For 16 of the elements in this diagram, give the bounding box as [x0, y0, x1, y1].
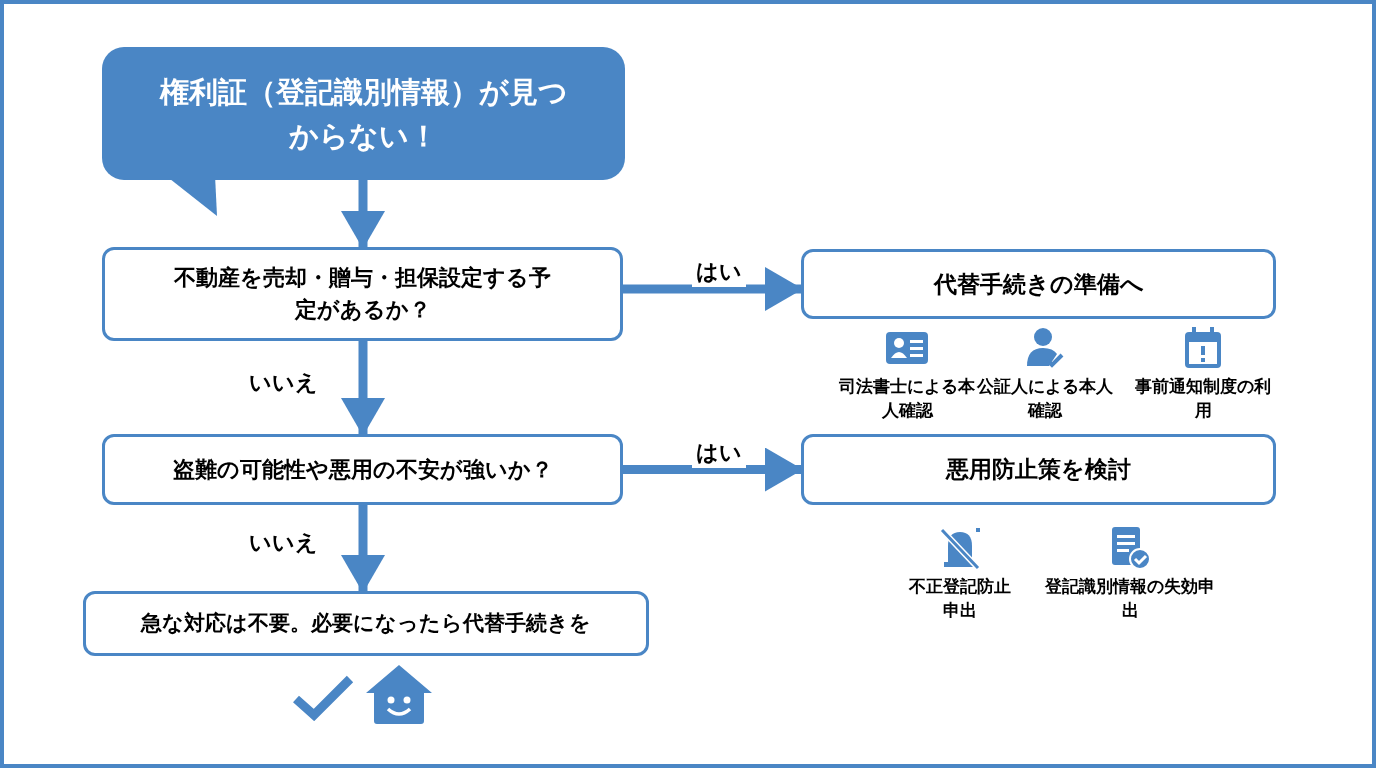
arrow: [341, 341, 385, 436]
decision-box: 盗難の可能性や悪用の不安が強いか？: [102, 434, 623, 505]
icon-caption: 事前通知制度の利用: [1134, 375, 1272, 422]
speech-bubble: 権利証（登記識別情報）が見つからない！: [102, 47, 625, 180]
process-box: 代替手続きの準備へ: [801, 249, 1276, 319]
icon-caption: 登記識別情報の失効申出: [1045, 575, 1215, 622]
process-box: 悪用防止策を検討: [801, 434, 1276, 505]
arrow: [341, 505, 385, 593]
arrow: [623, 447, 803, 492]
process-box: 急な対応は不要。必要になったら代替手続きを: [83, 591, 649, 656]
icon-caption: 不正登記防止申出: [908, 575, 1012, 622]
arrow: [341, 180, 385, 249]
icon-caption: 公証人による本人確認: [976, 375, 1114, 422]
decision-box: 不動産を売却・贈与・担保設定する予定があるか？: [102, 247, 623, 341]
icon-caption: 司法書士による本人確認: [838, 375, 976, 422]
arrow: [623, 267, 803, 311]
